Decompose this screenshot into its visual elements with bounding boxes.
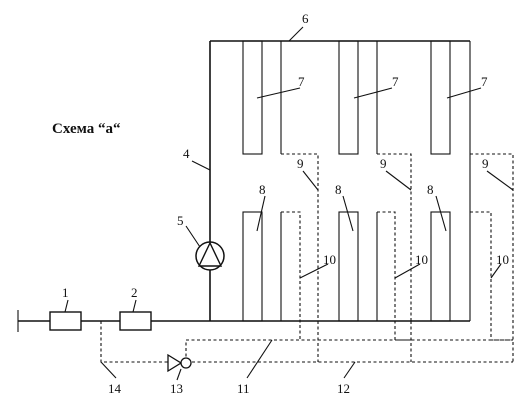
pump-5 bbox=[195, 241, 225, 271]
label-6: 6 bbox=[302, 11, 309, 26]
label-8-first: 8 bbox=[259, 182, 266, 197]
dashed-return-circuits bbox=[281, 153, 514, 362]
scheme-title: Схема “а“ bbox=[52, 121, 121, 137]
label-12: 12 bbox=[337, 381, 350, 396]
label-9-third: 9 bbox=[482, 156, 489, 171]
leader-lines bbox=[64, 26, 514, 381]
label-1: 1 bbox=[62, 285, 69, 300]
dashed-line-11 bbox=[185, 339, 513, 362]
upper-exchanger-group-1 bbox=[242, 40, 282, 155]
valve-13 bbox=[167, 353, 192, 373]
lower-exchanger-group-2 bbox=[338, 211, 378, 322]
label-8-second: 8 bbox=[335, 182, 342, 197]
device-1-meter bbox=[49, 311, 82, 331]
label-7-third: 7 bbox=[481, 74, 488, 89]
label-8-third: 8 bbox=[427, 182, 434, 197]
lower-exchanger-group-3 bbox=[430, 211, 451, 322]
label-10-third: 10 bbox=[496, 252, 509, 267]
label-13: 13 bbox=[170, 381, 183, 396]
label-9-second: 9 bbox=[380, 156, 387, 171]
label-4: 4 bbox=[183, 146, 190, 161]
label-5: 5 bbox=[177, 213, 184, 228]
label-7-second: 7 bbox=[392, 74, 399, 89]
label-7-first: 7 bbox=[298, 74, 305, 89]
label-14: 14 bbox=[108, 381, 122, 396]
label-10-first: 10 bbox=[323, 252, 336, 267]
label-11: 11 bbox=[237, 381, 250, 396]
label-9-first: 9 bbox=[297, 156, 304, 171]
lower-exchanger-group-1 bbox=[242, 211, 282, 322]
label-2: 2 bbox=[131, 285, 138, 300]
device-2-filter bbox=[119, 311, 152, 331]
label-10-second: 10 bbox=[415, 252, 428, 267]
